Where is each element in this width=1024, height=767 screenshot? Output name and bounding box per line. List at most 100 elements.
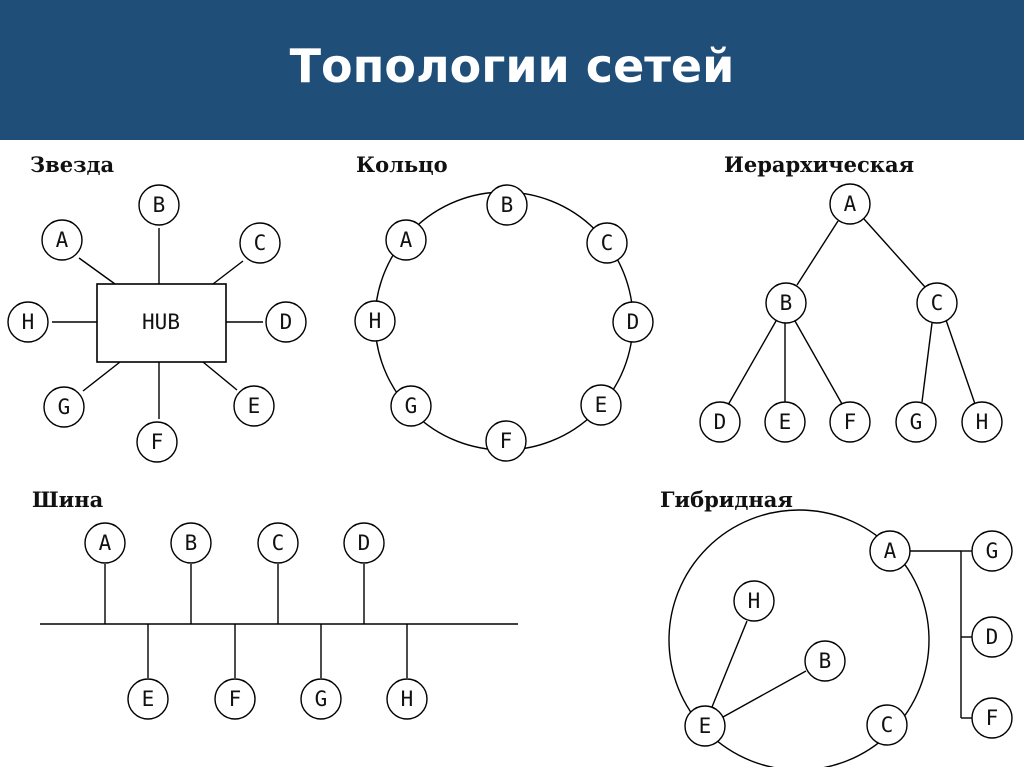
- hub-box: [96, 283, 227, 363]
- tree-link: [945, 319, 976, 405]
- bus-node-h: H: [386, 678, 428, 720]
- ring-node-a: A: [385, 219, 427, 261]
- bus-node-e: E: [127, 678, 169, 720]
- tree-node-b: B: [765, 282, 807, 324]
- hybrid-node-d: D: [971, 616, 1013, 658]
- svg-text:A: A: [844, 192, 857, 216]
- ring-node-c: C: [586, 222, 628, 264]
- hybrid-link: [722, 670, 807, 718]
- hybrid-node-h: H: [733, 580, 775, 622]
- svg-text:F: F: [500, 429, 513, 453]
- hybrid-node-g: G: [971, 530, 1013, 572]
- svg-text:B: B: [153, 193, 166, 217]
- svg-text:E: E: [248, 394, 261, 418]
- slide-header: Топологии сетей: [0, 0, 1024, 140]
- tree-node-g: G: [895, 401, 937, 443]
- ring-node-g: G: [390, 385, 432, 427]
- svg-text:E: E: [142, 687, 155, 711]
- svg-text:F: F: [844, 410, 857, 434]
- hybrid-node-c: C: [866, 704, 908, 746]
- svg-text:D: D: [986, 625, 999, 649]
- tree-node-a: A: [829, 183, 871, 225]
- bus-node-f: F: [214, 678, 256, 720]
- svg-text:G: G: [986, 539, 999, 563]
- star-node-h: H: [7, 301, 49, 343]
- svg-text:E: E: [595, 393, 608, 417]
- bus-node-c: C: [257, 522, 299, 564]
- bus-node-g: G: [300, 678, 342, 720]
- bus-node-a: A: [84, 522, 126, 564]
- hybrid-ring: [668, 509, 930, 767]
- bus-topology: A B C D E F G H: [40, 522, 518, 720]
- hybrid-link: [711, 620, 748, 708]
- svg-text:C: C: [272, 531, 285, 555]
- svg-text:C: C: [254, 231, 267, 255]
- hybrid-node-a: A: [869, 530, 911, 572]
- star-node-d: D: [265, 301, 307, 343]
- svg-text:A: A: [400, 228, 413, 252]
- tree-node-e: E: [764, 401, 806, 443]
- svg-text:H: H: [976, 410, 989, 434]
- svg-text:C: C: [601, 231, 614, 255]
- svg-text:F: F: [986, 706, 999, 730]
- ring-title: Кольцо: [356, 152, 448, 177]
- svg-text:C: C: [931, 291, 944, 315]
- hybrid-node-b: B: [804, 640, 846, 682]
- hub-label: HUB: [142, 310, 180, 334]
- svg-text:B: B: [501, 193, 514, 217]
- svg-text:G: G: [910, 410, 923, 434]
- svg-text:E: E: [779, 410, 792, 434]
- svg-text:D: D: [358, 531, 371, 555]
- svg-text:F: F: [151, 430, 164, 454]
- hybrid-node-f: F: [971, 697, 1013, 739]
- bus-node-b: B: [170, 522, 212, 564]
- star-node-f: F: [136, 421, 178, 463]
- svg-text:B: B: [185, 531, 198, 555]
- svg-text:D: D: [714, 410, 727, 434]
- star-link: [82, 361, 121, 392]
- svg-text:A: A: [56, 228, 69, 252]
- ring-topology: A B C D E F G H: [354, 184, 654, 462]
- ring-node-b: B: [486, 184, 528, 226]
- svg-text:F: F: [229, 687, 242, 711]
- tree-node-d: D: [699, 401, 741, 443]
- svg-text:D: D: [627, 310, 640, 334]
- tree-link: [921, 322, 933, 403]
- svg-text:G: G: [405, 394, 418, 418]
- ring-node-e: E: [580, 384, 622, 426]
- tree-node-h: H: [961, 401, 1003, 443]
- star-link: [78, 257, 116, 285]
- svg-text:H: H: [369, 309, 382, 333]
- star-node-b: B: [138, 184, 180, 226]
- ring-node-h: H: [354, 300, 396, 342]
- svg-text:G: G: [315, 687, 328, 711]
- tree-link: [796, 220, 839, 286]
- star-link: [202, 361, 238, 391]
- bus-node-d: D: [343, 522, 385, 564]
- svg-text:B: B: [819, 649, 832, 673]
- bus-title: Шина: [32, 487, 104, 512]
- tree-link: [727, 320, 777, 406]
- star-node-a: A: [41, 219, 83, 261]
- svg-text:B: B: [780, 291, 793, 315]
- tree-node-f: F: [829, 401, 871, 443]
- tree-link: [863, 218, 926, 288]
- star-node-c: C: [239, 222, 281, 264]
- svg-text:C: C: [881, 713, 894, 737]
- ring-node-d: D: [612, 301, 654, 343]
- hybrid-title: Гибридная: [660, 487, 793, 512]
- hierarchical-title: Иерархическая: [724, 152, 914, 177]
- svg-text:H: H: [401, 687, 414, 711]
- star-node-e: E: [233, 385, 275, 427]
- hybrid-topology: A B C D E F G H: [668, 509, 1013, 767]
- star-topology: HUB A B C D E F G H: [7, 184, 307, 463]
- hierarchical-topology: A B C D E F G H: [699, 183, 1003, 443]
- svg-text:A: A: [884, 539, 897, 563]
- svg-text:E: E: [699, 714, 712, 738]
- star-title: Звезда: [30, 152, 114, 177]
- tree-link: [794, 320, 843, 405]
- star-link: [212, 260, 244, 285]
- star-node-g: G: [43, 386, 85, 428]
- hybrid-node-e: E: [684, 705, 726, 747]
